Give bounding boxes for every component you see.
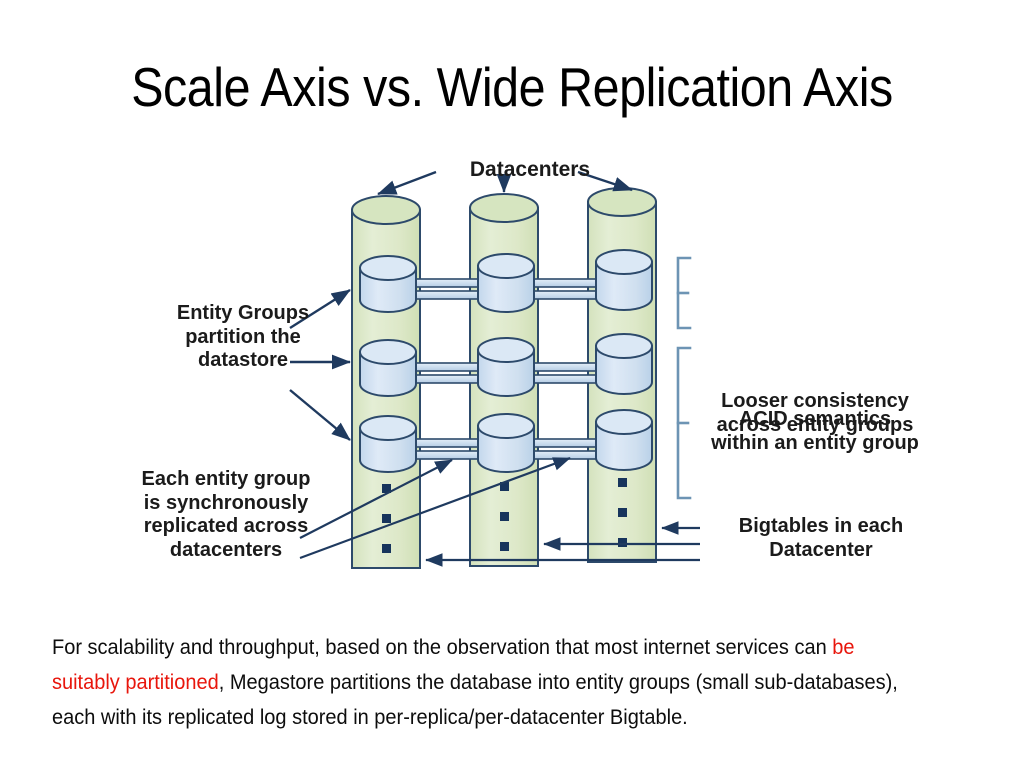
body-text-highlight: be suitably partitioned	[52, 635, 855, 694]
megastore-architecture-diagram: Datacenters ACID semantics within an ent…	[0, 150, 1024, 590]
datacenters-arrow-left	[377, 170, 437, 196]
bigtable-c3-r1[interactable]	[595, 249, 653, 311]
bigtable-c1-r1[interactable]	[359, 255, 417, 313]
bigtable-cylinders	[359, 249, 653, 473]
each-entity-arrow-2	[299, 456, 571, 560]
label-looser-consistency: Looser consistency across entity groups	[716, 390, 914, 436]
entity-groups-arrow-row1	[289, 288, 351, 330]
ellipsis-dot	[382, 544, 391, 553]
ellipsis-dot	[500, 482, 509, 491]
ellipsis-dot	[382, 514, 391, 523]
body-text-part1: For scalability and throughput, based on…	[52, 635, 833, 659]
ellipsis-dots	[382, 478, 627, 553]
ellipsis-dot	[618, 538, 627, 547]
ellipsis-dot	[618, 508, 627, 517]
entity-groups-arrow-row3	[289, 389, 351, 441]
label-entity-groups-partition: Entity Groups partition the datastore	[176, 302, 310, 372]
body-paragraph: For scalability and throughput, based on…	[52, 630, 926, 735]
ellipsis-dot	[618, 478, 627, 487]
bigtable-c3-r3[interactable]	[595, 409, 653, 471]
each-entity-arrow-1	[299, 459, 453, 539]
bigtable-c3-r2[interactable]	[595, 333, 653, 395]
bigtable-c2-r3[interactable]	[477, 413, 535, 473]
diagram-canvas	[289, 170, 700, 569]
bigtables-arrows	[425, 521, 700, 567]
ellipsis-dot	[500, 512, 509, 521]
bigtable-c2-r1[interactable]	[477, 253, 535, 313]
bigtable-c1-r2[interactable]	[359, 339, 417, 397]
label-bigtables-in-each-datacenter: Bigtables in each Datacenter	[738, 515, 904, 561]
datacenters-arrows	[377, 170, 633, 196]
bigtable-c1-r3[interactable]	[359, 415, 417, 473]
each-entity-group-arrows	[299, 456, 571, 560]
ellipsis-dot	[382, 484, 391, 493]
label-acid-semantics: ACID semantics within an entity group	[711, 408, 919, 454]
label-each-entity-group-replicated: Each entity group is synchronously repli…	[141, 468, 311, 561]
label-datacenters: Datacenters	[469, 158, 591, 181]
body-text-part2: , Megastore partitions the database into…	[52, 670, 898, 729]
right-brackets	[676, 256, 692, 500]
bigtable-c2-r2[interactable]	[477, 337, 535, 397]
datacenters-arrow-right	[577, 170, 633, 192]
ellipsis-dot	[500, 542, 509, 551]
page-title: Scale Axis vs. Wide Replication Axis	[131, 56, 893, 118]
entity-groups-arrows	[289, 288, 351, 441]
